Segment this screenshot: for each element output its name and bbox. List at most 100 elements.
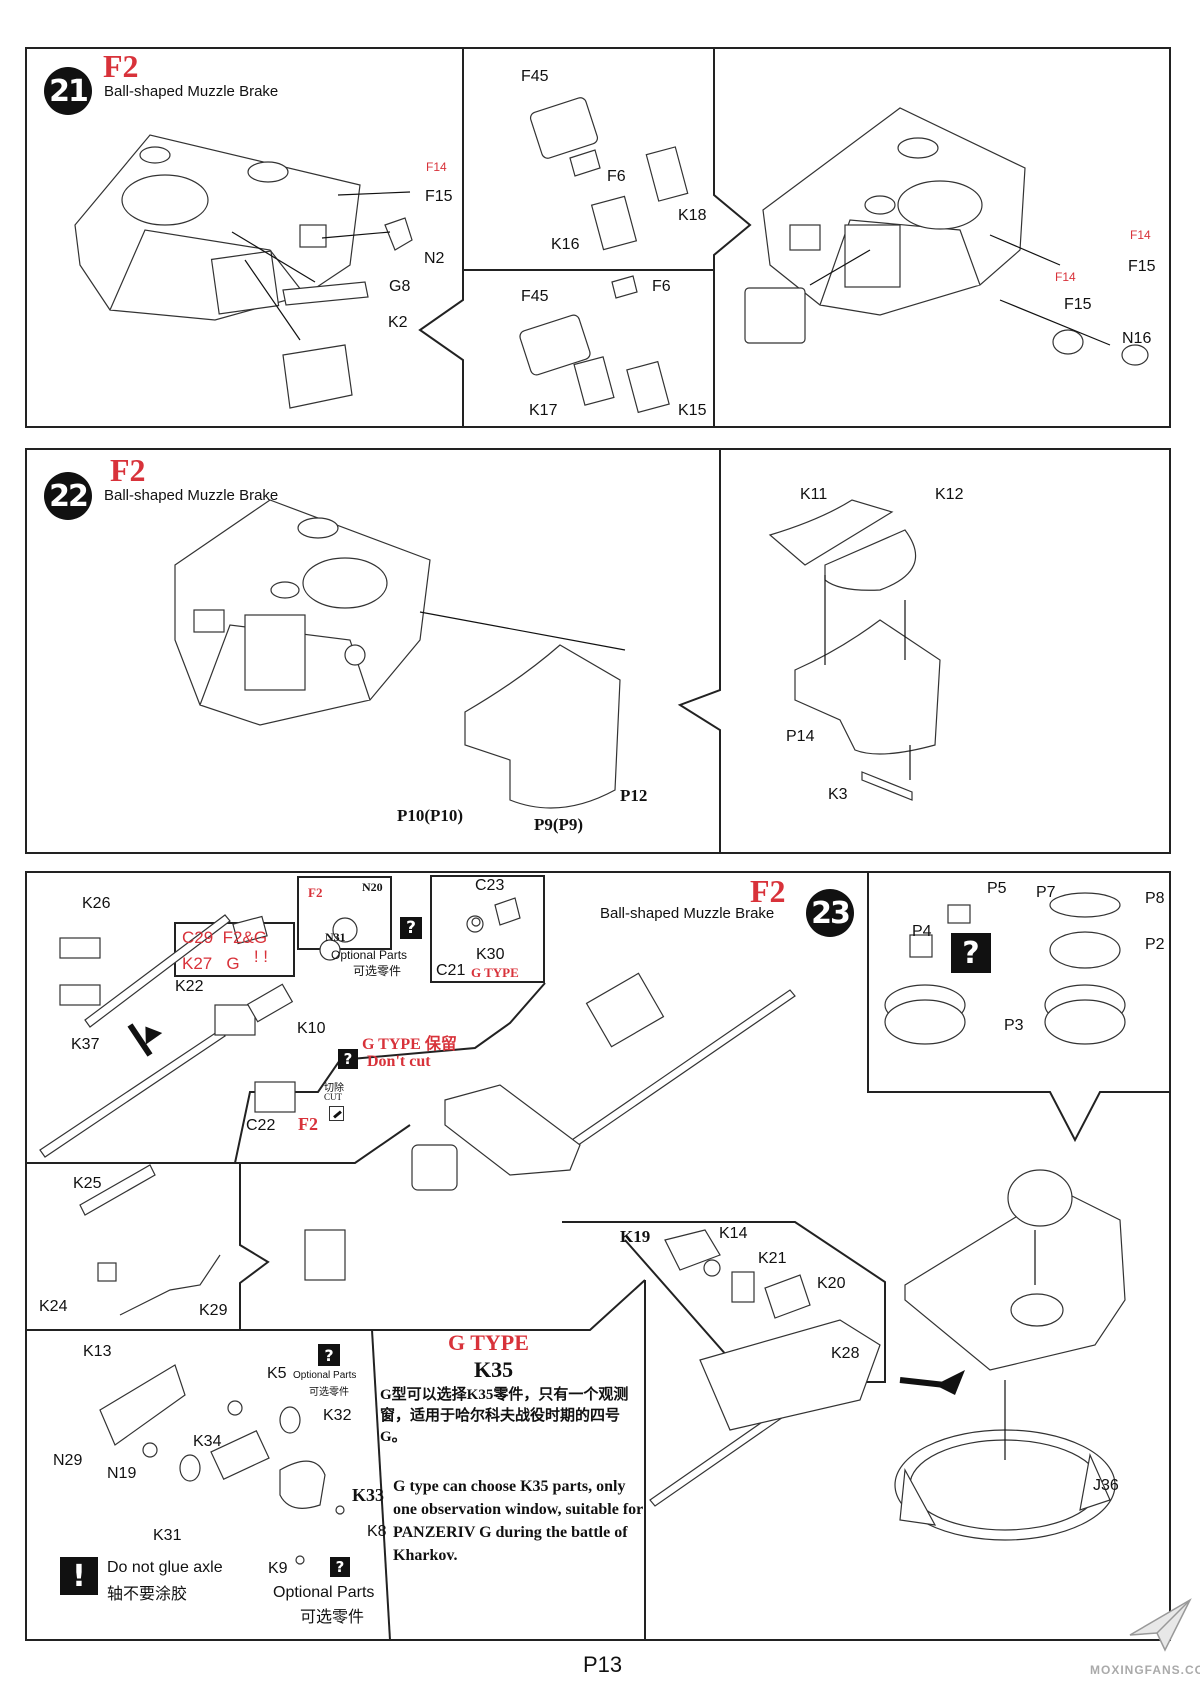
step23-frame bbox=[25, 871, 1171, 1641]
part-label: K14 bbox=[719, 1225, 748, 1242]
part-label: K8 bbox=[367, 1523, 387, 1540]
part-label: F14 bbox=[426, 160, 447, 174]
step22-frame bbox=[25, 448, 1171, 854]
step21-divider-left bbox=[418, 48, 464, 427]
variant-label: F2 bbox=[750, 873, 786, 909]
part-label: K32 bbox=[323, 1407, 352, 1424]
page-number: P13 bbox=[583, 1652, 623, 1677]
part-label: K13 bbox=[83, 1343, 112, 1360]
question-icon: ? bbox=[330, 1557, 350, 1577]
part-label: K5 bbox=[267, 1365, 287, 1382]
variant-label: F2 bbox=[308, 885, 323, 900]
part-label: N31 bbox=[325, 930, 346, 944]
part-label: P5 bbox=[987, 880, 1007, 897]
note-part: K27 bbox=[182, 954, 213, 973]
warning-text: Do not glue axle bbox=[107, 1559, 223, 1576]
part-label: N19 bbox=[107, 1465, 137, 1482]
gtype-tag: G TYPE bbox=[471, 965, 519, 980]
part-label: K30 bbox=[476, 946, 505, 963]
step-number-23: 23 bbox=[806, 889, 854, 937]
part-label: K31 bbox=[153, 1527, 182, 1544]
part-label: K2 bbox=[388, 314, 408, 331]
compatibility-note: C29 F2&G K27 G ! ! bbox=[182, 925, 268, 977]
part-label: F6 bbox=[652, 278, 671, 295]
part-label: K10 bbox=[297, 1020, 326, 1037]
part-label: P7 bbox=[1036, 884, 1056, 901]
paper-plane-logo-icon bbox=[1129, 1598, 1192, 1652]
cupola-inset-border bbox=[867, 872, 1170, 1143]
part-label: G8 bbox=[389, 278, 411, 295]
note-variant: G bbox=[226, 954, 240, 973]
gtype-note-cn: G型可以选择K35零件，只有一个观测窗，适用于哈尔科夫战役时期的四号G。 bbox=[380, 1387, 629, 1445]
optional-parts-label-cn: 可选零件 bbox=[353, 964, 402, 978]
variant-label: F2 bbox=[103, 48, 139, 84]
optional-parts-label: Optional Parts bbox=[273, 1584, 375, 1601]
watermark: MOXINGFANS.COM bbox=[1090, 1663, 1200, 1677]
variant-label: F2 bbox=[110, 452, 146, 488]
part-label: K16 bbox=[551, 236, 580, 253]
part-label: K18 bbox=[678, 207, 707, 224]
part-label: K17 bbox=[529, 402, 558, 419]
part-label: K37 bbox=[71, 1036, 100, 1053]
part-label: F15 bbox=[1064, 296, 1092, 313]
warning-icon: ! bbox=[60, 1557, 98, 1595]
part-label: K19 bbox=[620, 1227, 651, 1246]
step21-divider-right bbox=[713, 48, 752, 427]
cut-label-cn: 切除 bbox=[324, 1083, 344, 1094]
attention-marks: ! ! bbox=[253, 947, 268, 966]
barrel-region-border bbox=[26, 982, 546, 1164]
part-label: K15 bbox=[678, 402, 707, 419]
part-label: P3 bbox=[1004, 1017, 1024, 1034]
warning-text-cn: 轴不要涂胶 bbox=[107, 1586, 188, 1603]
part-label: K12 bbox=[935, 486, 964, 503]
optional-parts-label-cn: 可选零件 bbox=[300, 1609, 365, 1626]
part-label: K21 bbox=[758, 1250, 787, 1267]
part-label: K24 bbox=[39, 1298, 68, 1315]
part-label: K20 bbox=[817, 1275, 846, 1292]
big-arrow bbox=[145, 1026, 163, 1045]
turret-bustle-box bbox=[464, 644, 621, 809]
turret-step23 bbox=[904, 1189, 1126, 1371]
part-label: N16 bbox=[1122, 330, 1152, 347]
part-label: J36 bbox=[1093, 1477, 1119, 1494]
gtype-part: K35 bbox=[474, 1357, 514, 1382]
gtype-note-en: G type can choose K35 parts, only one ob… bbox=[393, 1478, 643, 1564]
part-label: K11 bbox=[800, 486, 828, 503]
cut-label: CUT bbox=[324, 1092, 342, 1102]
part-label: N2 bbox=[424, 250, 445, 267]
variant-label: F2 bbox=[298, 1114, 318, 1134]
part-label: K9 bbox=[268, 1560, 288, 1577]
dont-cut-note: Don't cut bbox=[367, 1053, 431, 1070]
question-icon: ? bbox=[400, 917, 422, 939]
part-label: P12 bbox=[620, 786, 648, 805]
part-label: N29 bbox=[53, 1452, 83, 1469]
step-number-21: 21 bbox=[44, 67, 92, 115]
part-label: F15 bbox=[425, 188, 453, 205]
part-label: K28 bbox=[831, 1345, 860, 1362]
part-label: F45 bbox=[521, 288, 549, 305]
step-subtitle: Ball-shaped Muzzle Brake bbox=[104, 487, 279, 504]
part-label: K3 bbox=[828, 786, 848, 803]
part-label: N20 bbox=[362, 880, 383, 894]
part-label: C21 bbox=[436, 962, 466, 979]
part-label: K22 bbox=[175, 978, 204, 995]
part-label: C23 bbox=[475, 877, 505, 894]
step-subtitle: Ball-shaped Muzzle Brake bbox=[104, 83, 279, 100]
part-label: F6 bbox=[607, 168, 626, 185]
step-number-22: 22 bbox=[44, 472, 92, 520]
step22-divider bbox=[677, 449, 721, 853]
part-label: P2 bbox=[1145, 936, 1165, 953]
part-label: F45 bbox=[521, 68, 549, 85]
step21-frame bbox=[25, 47, 1171, 428]
part-label: P14 bbox=[786, 728, 815, 745]
part-label: P4 bbox=[912, 923, 932, 940]
gtype-title: G TYPE bbox=[448, 1330, 529, 1355]
part-label: F14 bbox=[1055, 270, 1076, 284]
part-label: K29 bbox=[199, 1302, 228, 1319]
part-label: C22 bbox=[246, 1117, 276, 1134]
note-part: C29 bbox=[182, 928, 214, 947]
optional-parts-label-cn: 可选零件 bbox=[309, 1387, 349, 1398]
gtype-keep-note: G TYPE 保留 bbox=[362, 1036, 457, 1053]
part-label: P9(P9) bbox=[534, 815, 584, 834]
